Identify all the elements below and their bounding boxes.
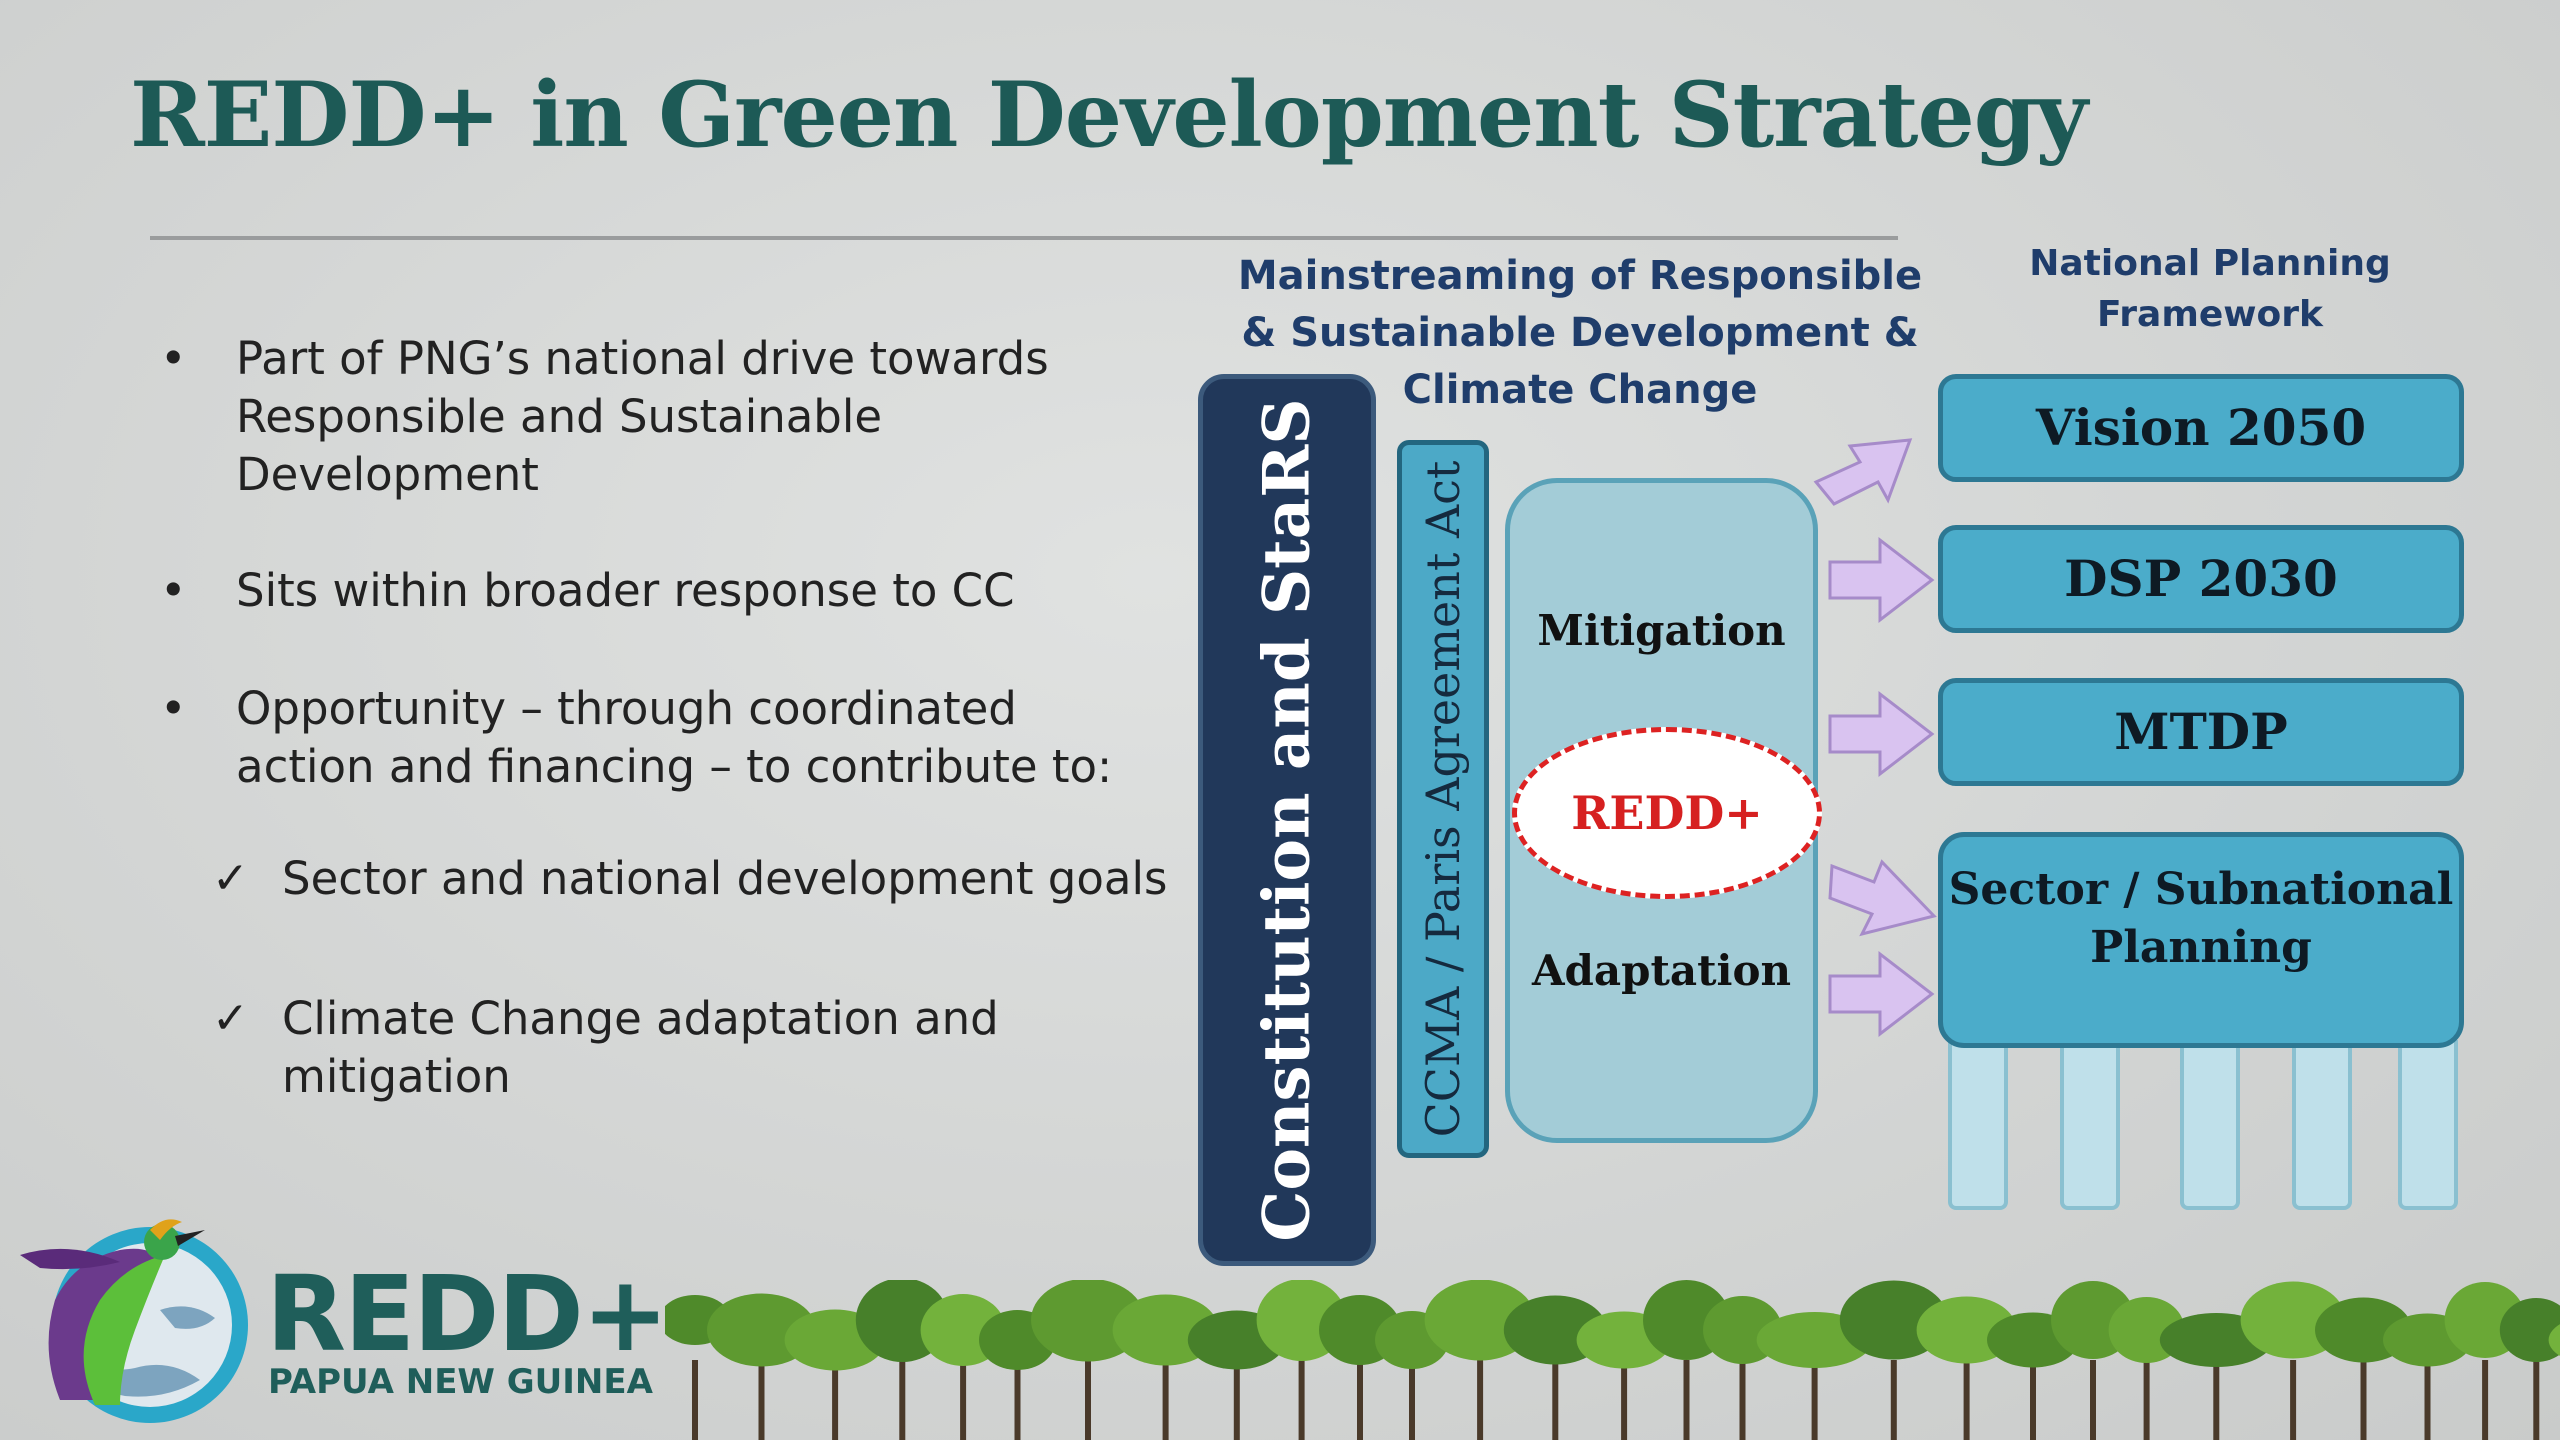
- plan-box-dsp-2030: DSP 2030: [1938, 525, 2464, 633]
- check-text: Sector and national development goals: [282, 852, 1168, 905]
- redd-ellipse: [1512, 727, 1822, 899]
- adaptation-label: Adaptation: [1531, 946, 1792, 995]
- tree-trunk: [2533, 1360, 2540, 1440]
- tree-trunk: [960, 1360, 967, 1440]
- constitution-pillar-label: Constitution and StaRS: [1249, 398, 1325, 1242]
- redd-png-logo: [20, 1219, 248, 1423]
- logo-wordmark: REDD+: [266, 1253, 669, 1375]
- tree-trunk: [1739, 1360, 1746, 1440]
- arrow-icon: [1813, 438, 1913, 506]
- tree-trunk: [692, 1360, 698, 1440]
- tree-trunk: [1162, 1360, 1169, 1440]
- tree-trunk: [1963, 1360, 1970, 1440]
- plan-box-mtdp: MTDP: [1938, 678, 2464, 786]
- subnational-column: [2060, 1040, 2120, 1210]
- plan-box-vision-2050: Vision 2050: [1938, 374, 2464, 482]
- subnational-column: [2292, 1040, 2352, 1210]
- checkmark-icon: ✓: [212, 853, 249, 904]
- tree-trunk: [1477, 1360, 1484, 1440]
- arrow-icon: [1828, 690, 1935, 778]
- plan-box-sector-subnational: Sector / Subnational Planning: [1938, 832, 2464, 1048]
- tree-trunk: [2424, 1360, 2431, 1440]
- tree-trunk: [2030, 1360, 2036, 1440]
- tree-trunk: [832, 1360, 839, 1440]
- tree-trunk: [2090, 1360, 2096, 1440]
- subnational-column: [2398, 1040, 2458, 1210]
- checkmark-icon: ✓: [212, 993, 249, 1044]
- tree-trunk: [1621, 1360, 1628, 1440]
- tree-trunk: [1409, 1360, 1415, 1440]
- subnational-column: [1948, 1040, 2008, 1210]
- tree-trunk: [2482, 1360, 2489, 1440]
- ccma-pillar-label: CCMA / Paris Agreement Act: [1416, 460, 1470, 1138]
- tree-trunk: [2290, 1360, 2297, 1440]
- forest-illustration: [665, 1280, 2560, 1440]
- bullet-text: Sits within broader response to CC: [236, 564, 1015, 617]
- bullet-text: Opportunity – through coordinated action…: [236, 682, 1113, 793]
- check-text: Climate Change adaptation and mitigation: [282, 992, 999, 1103]
- tree-trunk: [1683, 1360, 1690, 1440]
- tree-trunk: [2213, 1360, 2220, 1440]
- ccma-pillar: [1397, 440, 1489, 1158]
- bullet-marker: •: [160, 332, 187, 385]
- arrow-icon: [1828, 859, 1937, 937]
- tree-trunk: [1357, 1360, 1363, 1440]
- subnational-column: [2180, 1040, 2240, 1210]
- tree-trunk: [899, 1360, 906, 1440]
- tree-trunk: [1552, 1360, 1559, 1440]
- bullet-marker: •: [160, 682, 187, 735]
- bullet-marker: •: [160, 564, 187, 617]
- tree-trunk: [1014, 1360, 1021, 1440]
- tree-trunk: [1233, 1360, 1240, 1440]
- tree-trunk: [1890, 1360, 1897, 1440]
- redd-label: REDD+: [1571, 786, 1763, 840]
- logo-subtitle: PAPUA NEW GUINEA: [268, 1362, 653, 1402]
- constitution-pillar: [1198, 374, 1376, 1266]
- tree-trunk: [1085, 1360, 1091, 1440]
- tree-trunk: [1298, 1360, 1305, 1440]
- slide-title: REDD+ in Green Development Strategy: [130, 62, 2088, 168]
- title-divider: [150, 236, 1898, 240]
- tree-trunk: [1811, 1360, 1818, 1440]
- bullet-text: Part of PNG’s national drive towards Res…: [236, 332, 1049, 501]
- mainstreaming-header: Mainstreaming of Responsible & Sustainab…: [1237, 253, 1923, 413]
- tree-trunk: [758, 1360, 765, 1440]
- tree-crown: [2499, 1298, 2560, 1362]
- tree-trunk: [2143, 1360, 2150, 1440]
- planning-framework-header: National Planning Framework: [2029, 243, 2391, 335]
- mitigation-label: Mitigation: [1537, 606, 1786, 655]
- arrow-icon: [1828, 536, 1935, 624]
- tree-crown: [2548, 1324, 2560, 1356]
- arrow-icon: [1828, 950, 1935, 1038]
- tree-trunk: [2360, 1360, 2367, 1440]
